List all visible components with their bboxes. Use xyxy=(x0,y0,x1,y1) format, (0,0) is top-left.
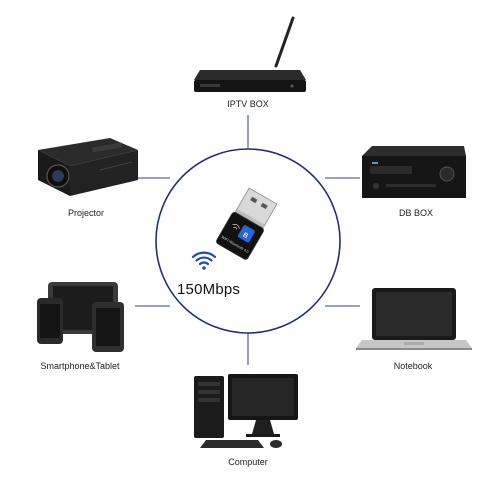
connector-lines xyxy=(135,115,360,365)
label-projector: Projector xyxy=(67,208,104,218)
label-db-box: DB BOX xyxy=(398,208,433,218)
label-computer: Computer xyxy=(228,457,268,467)
iptv-box-image xyxy=(194,16,306,92)
wifi-signal-icon xyxy=(191,251,217,270)
db-box-image xyxy=(362,146,466,198)
label-notebook: Notebook xyxy=(393,361,433,371)
usb-connector: ʙ WIFI+Bluetooth 4.0 xyxy=(216,187,278,260)
computer-image xyxy=(194,374,298,448)
notebook-image xyxy=(356,288,472,350)
speed-label: 150Mbps xyxy=(177,281,241,298)
svg-text:ʙ: ʙ xyxy=(241,229,250,240)
label-smartphone-tablet: Smartphone&Tablet xyxy=(40,361,120,371)
smartphone-tablet-image xyxy=(37,282,124,352)
label-iptv-box: IPTV BOX xyxy=(227,99,269,109)
projector-image xyxy=(38,138,138,196)
bluetooth-icon xyxy=(238,225,255,243)
usb-adapter: ʙ WIFI+Bluetooth 4.0 xyxy=(216,187,278,260)
